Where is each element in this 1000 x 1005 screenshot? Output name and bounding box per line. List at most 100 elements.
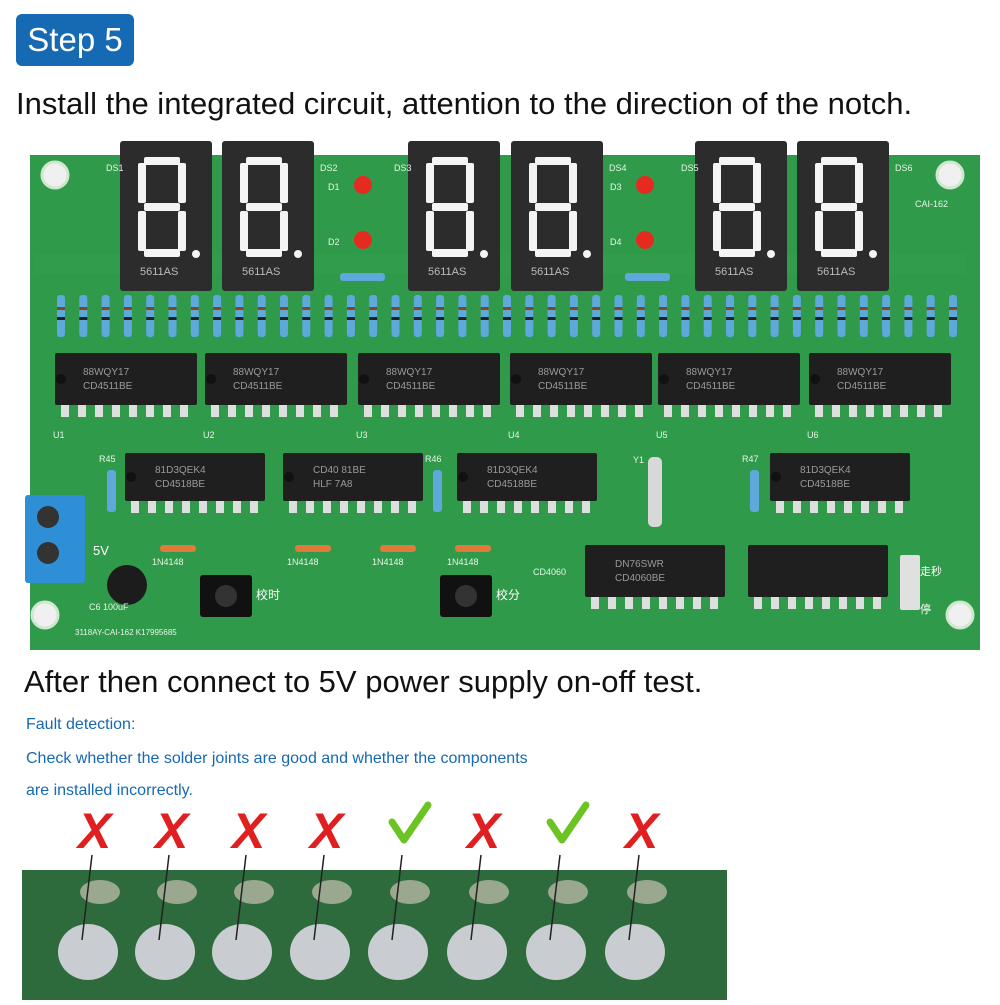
resistor <box>123 295 132 337</box>
resistor-band <box>213 317 222 320</box>
ic-pin <box>296 405 304 417</box>
ic-pin <box>95 405 103 417</box>
resistor-band <box>703 307 712 310</box>
resistor <box>726 295 734 337</box>
diode-label: 1N4148 <box>372 557 404 567</box>
solder-pad <box>390 880 430 904</box>
ic-marking: CD4511BE <box>386 381 436 392</box>
ic-pin <box>408 501 416 513</box>
x-mark-icon: X <box>229 803 268 859</box>
resistor-band <box>949 307 957 310</box>
ic-pin <box>415 405 423 417</box>
resistor-band <box>659 307 668 310</box>
ic-pin <box>216 501 224 513</box>
resistor-band <box>547 317 556 320</box>
solder-joint: X <box>290 803 352 980</box>
display-segment <box>246 249 282 257</box>
resistor-band <box>859 307 868 310</box>
resistor-band <box>681 307 690 310</box>
ic-pin <box>182 501 190 513</box>
resistor-band <box>904 307 913 310</box>
ic-marking: 88WQY17 <box>83 367 130 378</box>
ic-pin <box>289 501 297 513</box>
resistor <box>547 295 556 337</box>
display-segment <box>529 211 537 251</box>
ic-chip-cd4060 <box>585 545 725 597</box>
x-mark-icon: X <box>75 803 114 859</box>
ic-marking: HLF 7A8 <box>313 479 353 490</box>
solder-joint: X <box>135 803 197 980</box>
ic-pin <box>878 501 886 513</box>
resistor <box>525 295 534 337</box>
solder-pad <box>312 880 352 904</box>
solder-pad <box>627 880 667 904</box>
diode <box>295 545 331 552</box>
resistor <box>837 295 846 337</box>
display-segment <box>821 157 857 165</box>
display-segment <box>535 157 571 165</box>
terminal-screw <box>37 542 59 564</box>
ic-pin <box>793 501 801 513</box>
resistor-band <box>480 307 489 310</box>
resistor-band <box>168 317 177 320</box>
resistor-band <box>569 307 578 310</box>
solder-joint <box>368 801 432 980</box>
ic-pin <box>565 501 573 513</box>
ic-marking: DN76SWR <box>615 559 664 570</box>
ic-notch <box>126 472 136 482</box>
fault-detection-text-2: are installed incorrectly. <box>26 782 193 799</box>
display-segment <box>569 163 577 203</box>
solder-blob <box>212 924 272 980</box>
ic-body <box>770 453 910 501</box>
ic-notch <box>359 374 369 384</box>
ic-pin <box>822 597 830 609</box>
ic-pin <box>601 405 609 417</box>
display-segment <box>246 157 282 165</box>
resistor <box>882 295 891 337</box>
display-ds-label: DS2 <box>320 163 338 173</box>
ic-pin <box>463 501 471 513</box>
ic-ref-label: U3 <box>356 430 368 440</box>
ic-pin <box>827 501 835 513</box>
resistor-band <box>101 317 110 320</box>
resistor-band <box>949 317 957 320</box>
ic-chip-mid: 81D3QEK4 CD4518BE <box>457 453 597 513</box>
display-segment <box>240 211 248 251</box>
ic-pin <box>715 405 723 417</box>
ic-pin <box>810 501 818 513</box>
resistor-band <box>458 317 467 320</box>
resistor-band <box>837 307 846 310</box>
push-button-cap <box>455 585 477 607</box>
resistor-band <box>726 317 734 320</box>
ic-pin <box>584 405 592 417</box>
ic-pin <box>233 501 241 513</box>
crystal-label: Y1 <box>633 455 644 465</box>
lead-wire <box>628 854 640 941</box>
resistor-band <box>123 307 132 310</box>
resistor-band <box>280 307 288 310</box>
led-label: D2 <box>328 237 340 247</box>
ic-marking: 81D3QEK4 <box>800 465 851 476</box>
display-segment <box>713 211 721 251</box>
resistor <box>815 295 824 337</box>
ic-pin <box>228 405 236 417</box>
resistor <box>703 295 712 337</box>
diode-label: 1N4148 <box>152 557 184 567</box>
step-badge: Step 5 <box>16 14 134 66</box>
ic-pin <box>783 405 791 417</box>
lead-wire <box>235 854 247 941</box>
ic-ref-label: CD4060 <box>533 567 566 577</box>
fault-detection-title: Fault detection: <box>26 716 136 733</box>
resistor <box>458 295 467 337</box>
power-test-heading: After then connect to 5V power supply on… <box>24 664 703 699</box>
resistor-band <box>257 307 266 310</box>
ic-body <box>510 353 652 405</box>
display-segment <box>815 211 823 251</box>
display-dot <box>480 250 488 258</box>
display-part-label: 5611AS <box>531 266 569 278</box>
